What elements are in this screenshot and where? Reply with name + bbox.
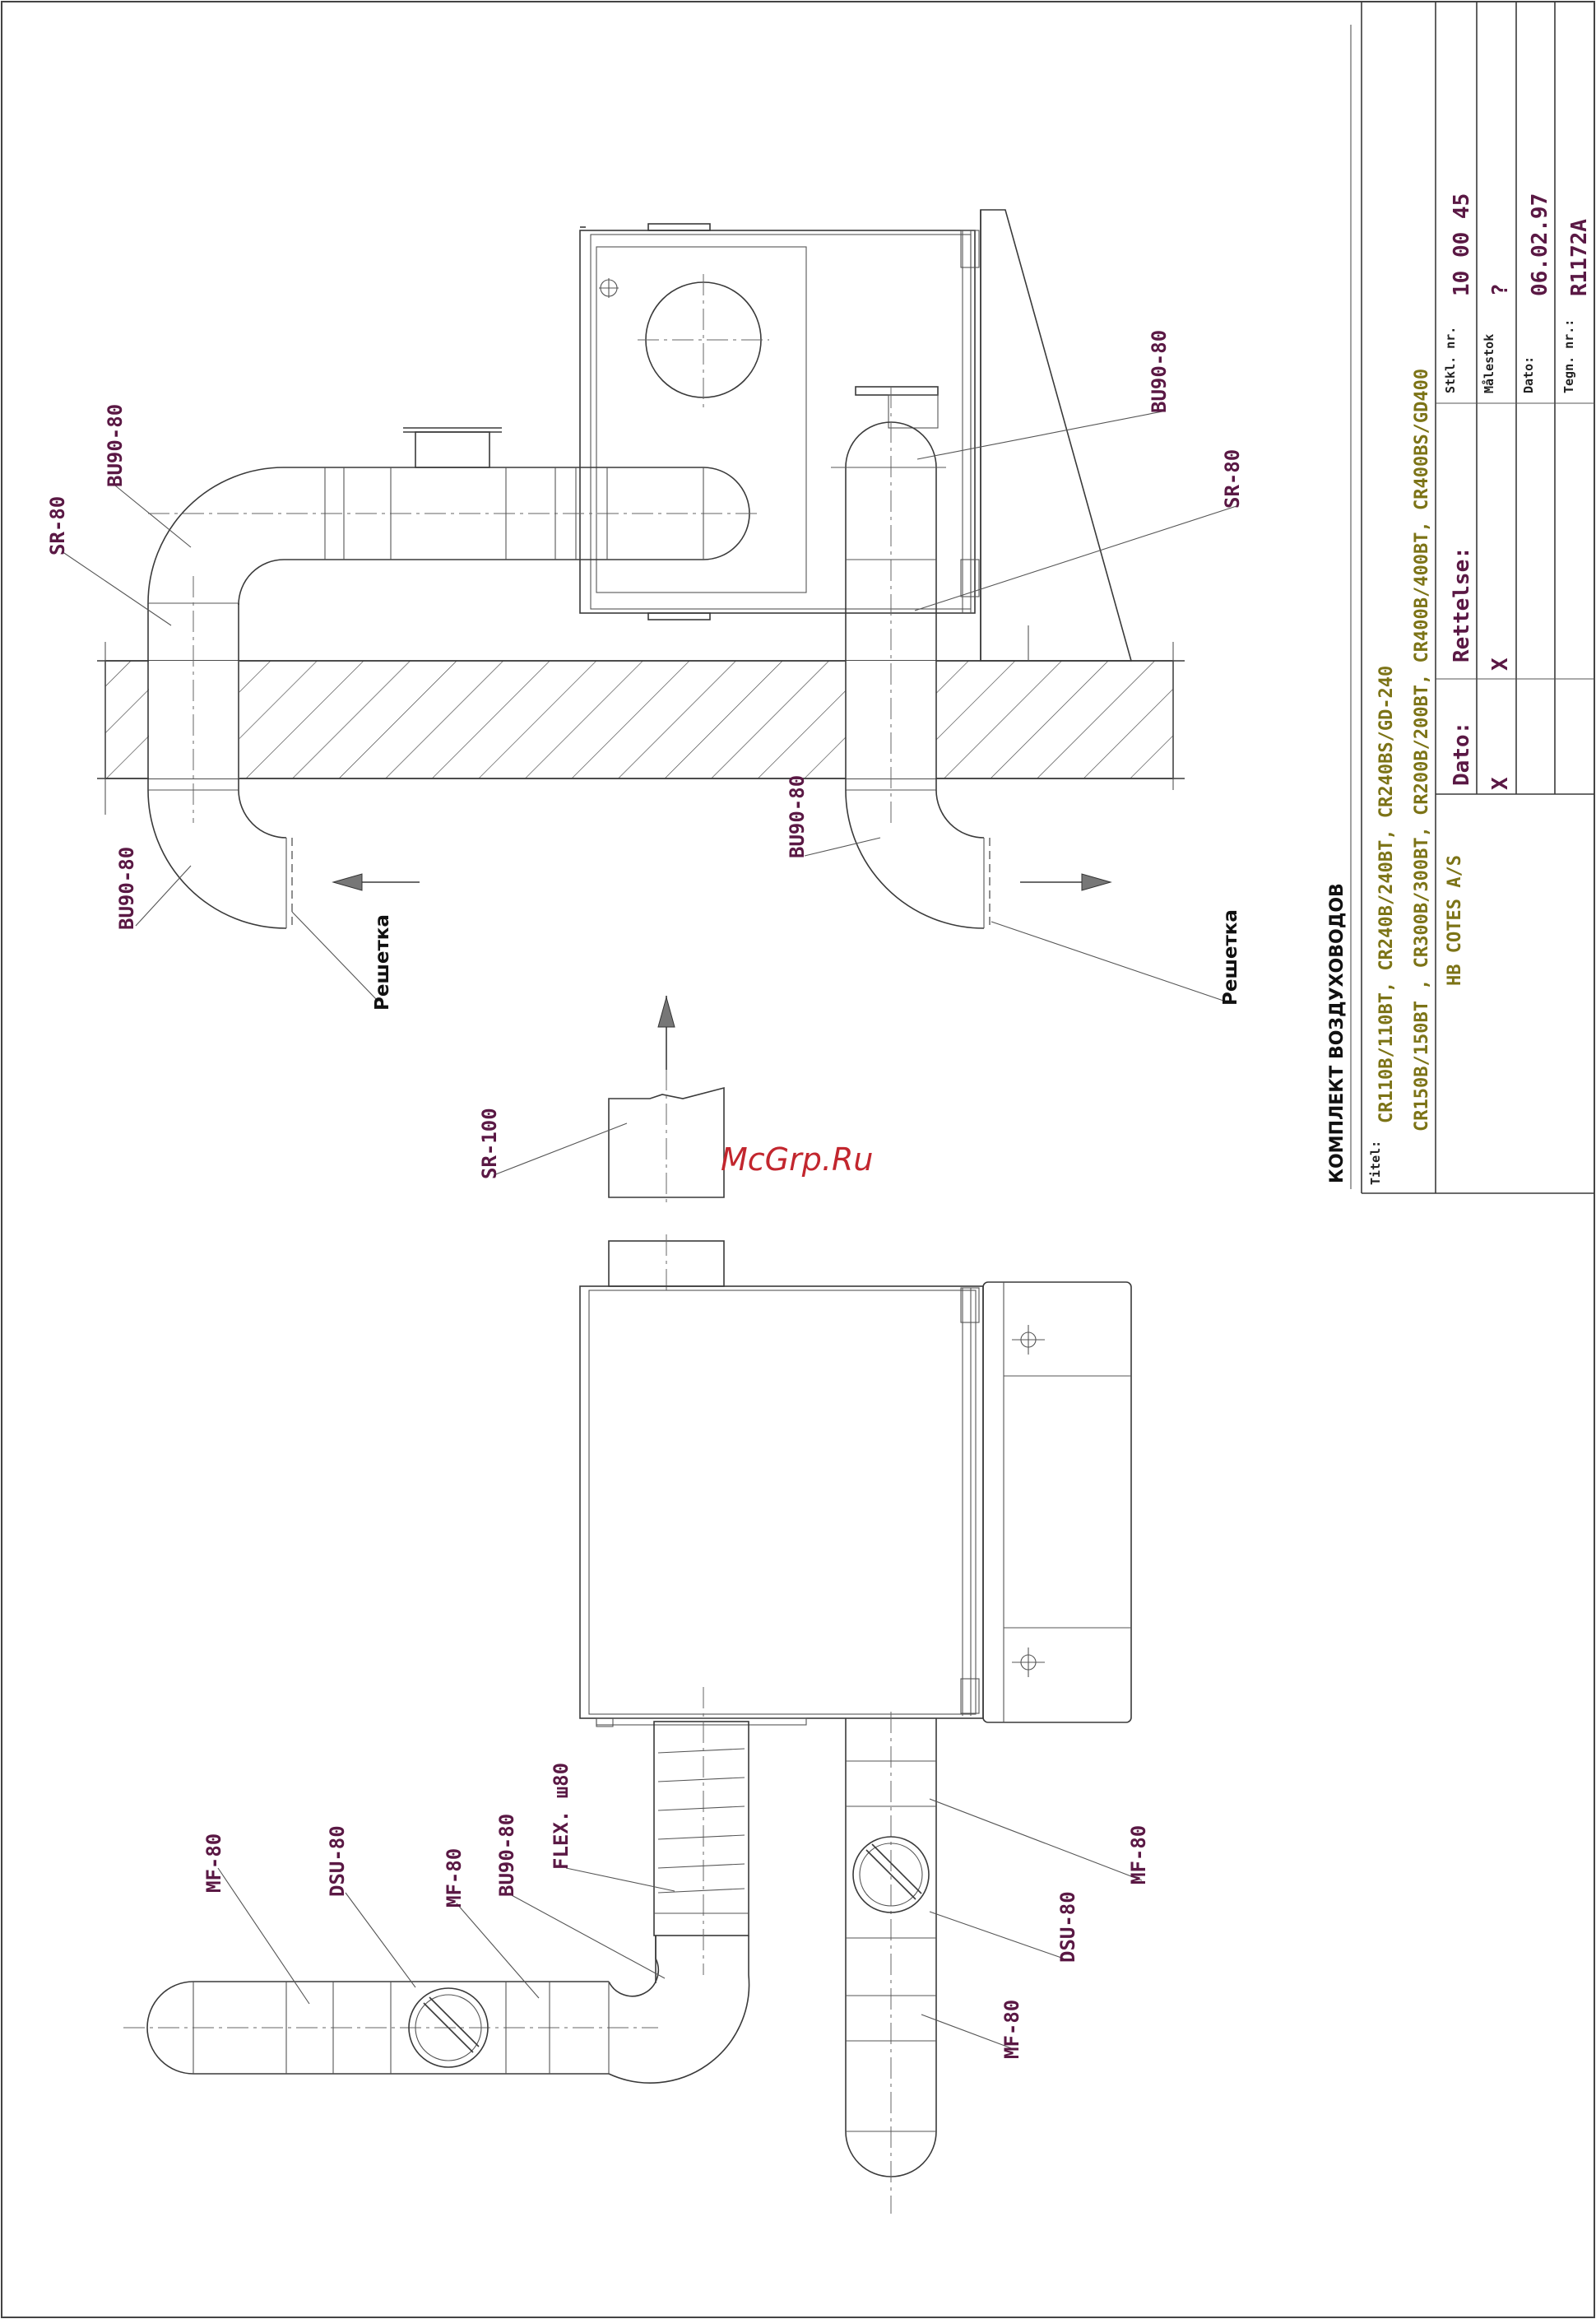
rettelse-label: Rettelse: [1450, 546, 1474, 662]
duct-vertical-bottom-right [845, 1712, 937, 2214]
label-mf-bottom-right-2: MF-80 [1000, 2000, 1023, 2059]
label-mf-bottom-right-1: MF-80 [1127, 1825, 1150, 1884]
label-grille-top-left: Решетка [372, 914, 393, 1011]
models-line-1: CR110B/110BT, CR240B/240BT, CR240BS/GD-2… [1376, 666, 1397, 1123]
label-dsu-bottom-1: DSU-80 [326, 1825, 349, 1897]
label-sr-top-left: SR-80 [46, 496, 69, 555]
airflow-arrow-left [332, 873, 420, 891]
ventilation-unit-bottom [579, 1281, 1132, 1727]
label-sr-top-right: SR-80 [1221, 449, 1244, 509]
airflow-arrow-right [1020, 873, 1112, 891]
label-sr-100: SR-100 [478, 1108, 501, 1179]
label-mf-bottom-1: MF-80 [202, 1833, 225, 1893]
malestok-value: ? [1488, 283, 1513, 296]
elbow-bottom [608, 1936, 750, 2084]
label-grille-top-right: Решетка [1220, 909, 1241, 1006]
malestok-label: Målestok [1482, 334, 1496, 393]
leader-lines-top [61, 411, 1237, 1003]
company-name: HB COTES A/S [1445, 855, 1465, 986]
label-bu90-top-right-lower: BU90-80 [786, 775, 809, 858]
title-block: КОМПЛЕКТ ВОЗДУХОВОДОВ Titel: CR110B/110B… [1327, 2, 1594, 1194]
flex-duct [653, 1687, 749, 1975]
bottom-assembly: MF-80 DSU-80 MF-80 BU90-80 FLEX. ш80 MF-… [123, 1234, 1150, 2214]
mark-2: X [1488, 658, 1513, 671]
title-heading: КОМПЛЕКТ ВОЗДУХОВОДОВ [1327, 883, 1348, 1183]
ventilation-unit-top [579, 209, 1133, 662]
leader-lines-bottom [217, 1798, 1143, 2050]
wall-section [97, 642, 1185, 815]
stkl-value: 10 00 45 [1450, 193, 1474, 296]
dato2-value: 06.02.97 [1528, 193, 1552, 296]
label-bu90-top-left-upper: BU90-80 [104, 404, 127, 487]
label-bu90-bottom: BU90-80 [495, 1814, 518, 1897]
middle-sr-100: SR-100 [478, 996, 725, 1206]
label-mf-bottom-2: MF-80 [443, 1848, 466, 1908]
titel-label: Titel: [1368, 1141, 1383, 1185]
label-bu90-top-left-lower: BU90-80 [115, 847, 138, 930]
duct-horizontal-bottom [123, 1981, 658, 2075]
elbow-top-right-lower [845, 789, 991, 929]
duct-horizontal-top [148, 427, 757, 560]
elbow-top-left-upper [147, 467, 285, 606]
models-line-2: CR150B/150BT , CR300B/300BT, CR200B/200B… [1412, 369, 1432, 1132]
dato-label: Dato: [1450, 722, 1474, 786]
sr-pipe-top-right [831, 386, 946, 823]
stkl-label: Stkl. nr. [1443, 327, 1458, 393]
label-flex-bottom: FLEX. ш80 [550, 1763, 573, 1870]
label-bu90-top-right-upper: BU90-80 [1148, 330, 1171, 413]
sr-pipe-top-left [147, 576, 239, 823]
dato2-label: Dato: [1521, 356, 1536, 393]
tegn-label: Tegn. nr.: [1561, 319, 1576, 393]
top-assembly: BU90-80 SR-80 BU90-80 Решетка BU90-80 SR… [46, 209, 1244, 1011]
label-dsu-bottom-right: DSU-80 [1056, 1891, 1079, 1963]
mark-1: X [1488, 777, 1513, 790]
elbow-top-left-lower [147, 789, 293, 929]
watermark: McGrp.Ru [721, 1141, 873, 1178]
tegn-value: R1172A [1567, 219, 1592, 296]
